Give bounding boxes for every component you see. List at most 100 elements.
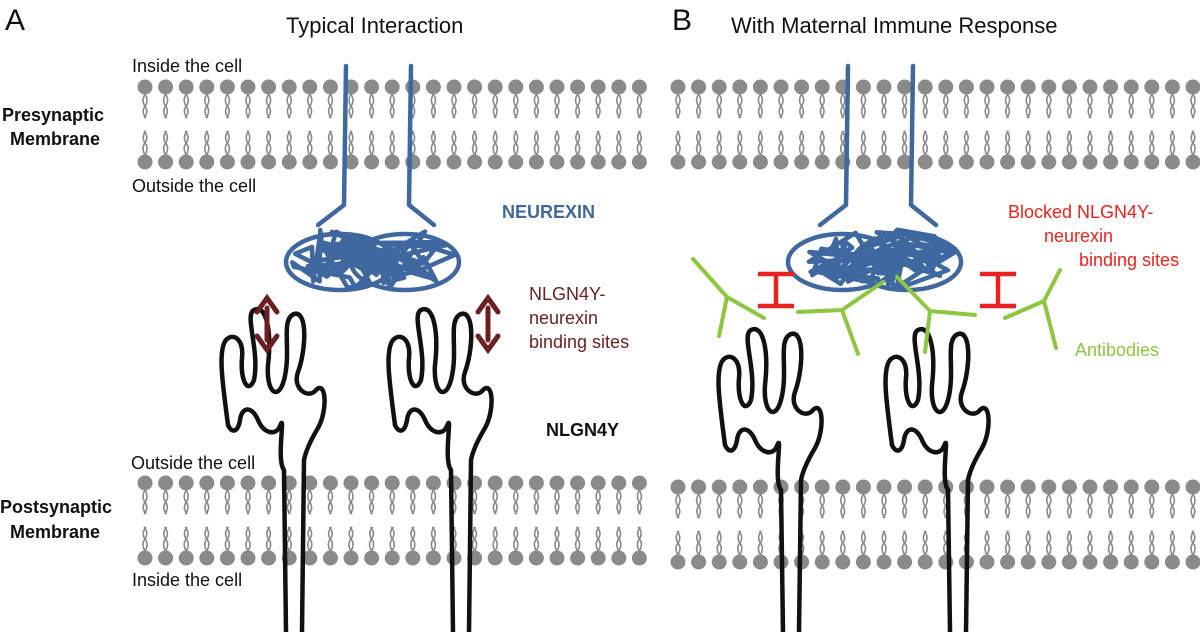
arrow-head-top bbox=[254, 293, 280, 315]
lipid-tail bbox=[1066, 93, 1073, 119]
lipid-head bbox=[1164, 154, 1180, 170]
lipid-tail bbox=[327, 489, 334, 515]
lipid-tail bbox=[266, 130, 272, 156]
lipid-head bbox=[1000, 154, 1016, 170]
lipid-head bbox=[549, 154, 565, 170]
lipid-head bbox=[897, 79, 913, 95]
proteins bbox=[219, 63, 1062, 632]
antibody-3-stem bbox=[923, 309, 932, 354]
lipid-tail bbox=[737, 93, 743, 119]
lipid-head bbox=[938, 79, 954, 95]
lipid-tail bbox=[492, 489, 498, 515]
lipid-tail bbox=[1066, 130, 1073, 156]
lipid-head bbox=[240, 154, 256, 170]
lipid-tail bbox=[1169, 130, 1176, 156]
lipid-tail bbox=[1149, 93, 1155, 119]
lipid-head bbox=[1144, 554, 1160, 570]
lipid-tail bbox=[1025, 493, 1031, 519]
neurexin-stalk bbox=[908, 63, 939, 228]
lipid-head bbox=[549, 475, 565, 491]
postsynaptic-bilayer-b bbox=[670, 479, 1200, 570]
lipid-head bbox=[261, 79, 277, 95]
lipid-head bbox=[1020, 554, 1036, 570]
lipid-tail bbox=[819, 93, 825, 119]
lipid-head bbox=[137, 550, 153, 566]
lipid-tail bbox=[245, 526, 251, 552]
lipid-head bbox=[897, 154, 913, 170]
lipid-tail bbox=[675, 530, 681, 556]
lipid-head bbox=[855, 479, 871, 495]
lipid-head bbox=[302, 154, 318, 170]
lipid-tail bbox=[266, 93, 272, 119]
lipid-tail bbox=[1190, 130, 1196, 156]
lipid-tail bbox=[163, 526, 169, 552]
lipid-head bbox=[158, 475, 174, 491]
lipid-tail bbox=[266, 526, 272, 552]
lipid-head bbox=[322, 79, 338, 95]
lipid-tail bbox=[1087, 93, 1093, 119]
lipid-tail bbox=[472, 526, 478, 552]
lipid-head bbox=[549, 79, 565, 95]
lipid-head bbox=[158, 154, 174, 170]
lipid-head bbox=[508, 79, 524, 95]
lipid-head bbox=[137, 154, 153, 170]
lipid-head bbox=[487, 550, 503, 566]
lipid-head bbox=[773, 154, 789, 170]
lipid-head bbox=[1123, 554, 1139, 570]
lipid-tail bbox=[224, 93, 231, 119]
lipid-head bbox=[240, 475, 256, 491]
nlgn4y-b-right bbox=[883, 326, 991, 632]
nlgn4y-outline-inner bbox=[225, 407, 289, 632]
lipid-head bbox=[1082, 479, 1098, 495]
lipid-head bbox=[508, 154, 524, 170]
lipid-head bbox=[691, 79, 707, 95]
antibody-arm bbox=[691, 257, 766, 320]
lipid-head bbox=[897, 554, 913, 570]
lipid-head bbox=[876, 79, 892, 95]
lipid-tail bbox=[245, 93, 251, 119]
neurexin-stalk bbox=[406, 63, 437, 228]
lipid-head bbox=[1164, 554, 1180, 570]
lipid-tail bbox=[1190, 530, 1196, 556]
lipid-tail bbox=[492, 526, 498, 552]
lipid-tail bbox=[430, 93, 437, 119]
lipid-tail bbox=[369, 93, 375, 119]
lipid-head bbox=[979, 79, 995, 95]
lipid-tail bbox=[183, 489, 189, 515]
antibody-4-stem bbox=[1042, 299, 1058, 350]
antibodies-label: Antibodies bbox=[1075, 340, 1159, 360]
lipid-head bbox=[240, 79, 256, 95]
lipid-tail bbox=[902, 130, 908, 156]
lipid-head bbox=[158, 550, 174, 566]
post-outside-label: Outside the cell bbox=[131, 453, 255, 473]
lipid-tail bbox=[963, 93, 970, 119]
lipid-head bbox=[752, 554, 768, 570]
lipid-tail bbox=[636, 93, 643, 119]
lipid-tail bbox=[513, 93, 519, 119]
lipid-head bbox=[158, 79, 174, 95]
lipid-tail bbox=[819, 530, 825, 556]
arrow-head-bottom bbox=[254, 333, 280, 355]
pre-inside-label: Inside the cell bbox=[132, 56, 242, 76]
lipid-tail bbox=[616, 489, 622, 515]
lipid-tail bbox=[696, 493, 702, 519]
lipid-tail bbox=[245, 130, 251, 156]
lipid-head bbox=[876, 154, 892, 170]
lipid-head bbox=[611, 154, 627, 170]
lipid-tail bbox=[348, 489, 354, 515]
lipid-head bbox=[219, 79, 235, 95]
neurexin-coil bbox=[855, 227, 958, 292]
binding-arrow-left bbox=[254, 293, 280, 355]
lipid-head bbox=[631, 154, 647, 170]
lipid-head bbox=[631, 475, 647, 491]
lipid-head bbox=[732, 79, 748, 95]
lipid-tail bbox=[575, 130, 581, 156]
lipid-head bbox=[137, 79, 153, 95]
lipid-head bbox=[1103, 554, 1119, 570]
lipid-tail bbox=[554, 93, 560, 119]
lipid-head bbox=[261, 154, 277, 170]
lipid-head bbox=[178, 154, 194, 170]
lipid-head bbox=[590, 475, 606, 491]
lipid-tail bbox=[840, 530, 846, 556]
lipid-bilayers bbox=[137, 79, 1200, 570]
